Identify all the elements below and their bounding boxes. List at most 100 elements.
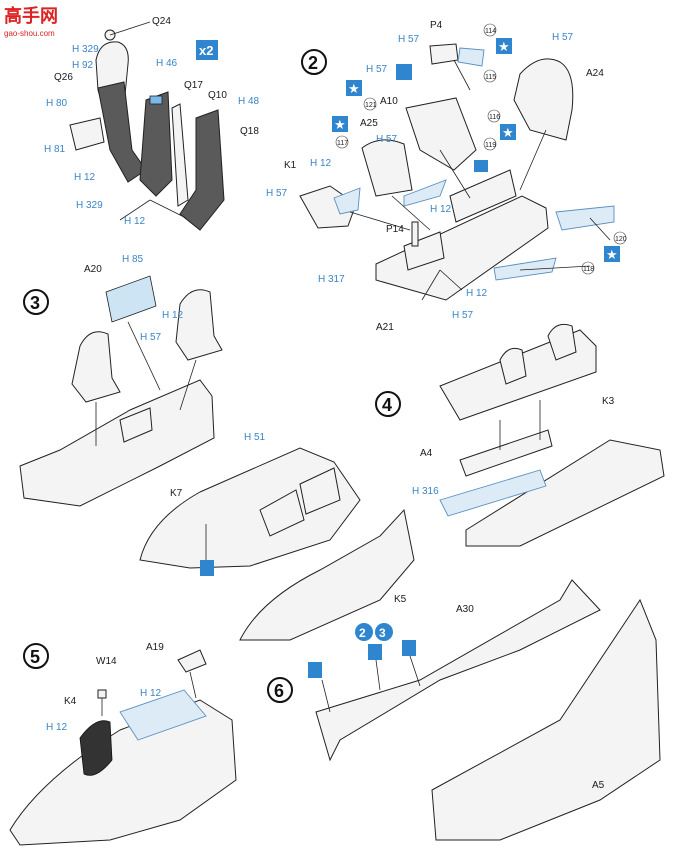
step5-leaders bbox=[101, 671, 197, 716]
seat-right bbox=[175, 289, 223, 361]
step2-cockpit-tub: 2 P4 A24 A10 A25 K1 P14 A21 H 57 H 57 H … bbox=[266, 20, 627, 333]
watermark-url: gao-shou.com bbox=[4, 29, 55, 38]
star-icon: ★ bbox=[334, 118, 346, 133]
star-icon: ★ bbox=[606, 248, 618, 263]
seat-back-part bbox=[97, 81, 147, 183]
star-badges: ★ ★ ★ ★ ★ bbox=[332, 38, 620, 263]
paint-h57-s3: H 57 bbox=[140, 332, 162, 343]
paint-h329-top: H 329 bbox=[72, 44, 99, 55]
ref-step-2: 2 bbox=[359, 626, 366, 640]
step-6-badge bbox=[267, 677, 293, 703]
decal-120-panel bbox=[555, 205, 615, 231]
fuselage-half-a30 bbox=[315, 579, 601, 762]
seat-mid-2 bbox=[299, 467, 341, 515]
paint-h57-e: H 57 bbox=[266, 188, 288, 199]
tub-block bbox=[403, 231, 445, 271]
seat-left bbox=[71, 331, 121, 403]
decal-115-circle bbox=[483, 69, 497, 83]
nose-fuselage bbox=[9, 699, 237, 846]
label-k3: K3 bbox=[602, 396, 615, 407]
paint-h92: H 92 bbox=[72, 60, 94, 71]
paint-h12-b: H 12 bbox=[430, 204, 452, 215]
paint-h48: H 48 bbox=[238, 96, 260, 107]
label-q10: Q10 bbox=[208, 90, 227, 101]
glue-marker-k7 bbox=[200, 560, 214, 576]
watermark: 高手网 gao-shou.com bbox=[4, 5, 58, 38]
paint-h12-s5a: H 12 bbox=[140, 688, 162, 699]
panel-a20 bbox=[105, 275, 157, 323]
star-badge-2 bbox=[332, 116, 348, 132]
decal-sheet-badge bbox=[396, 64, 412, 80]
glue-marker-a bbox=[308, 662, 322, 678]
blue-detail bbox=[149, 95, 163, 105]
panel-a10 bbox=[405, 97, 477, 171]
seat-upper-1 bbox=[499, 347, 527, 385]
decal-119: 119 bbox=[485, 142, 496, 149]
step1-seat-assembly: Q24 Q26 Q17 Q10 Q18 H 329 H 92 H 80 H 81… bbox=[44, 16, 260, 231]
paint-h329-bottom: H 329 bbox=[76, 200, 103, 211]
ref-step-2-circle bbox=[355, 623, 373, 641]
label-k1: K1 bbox=[284, 160, 297, 171]
canopy-frame-k4 bbox=[79, 720, 113, 776]
star-badge-3 bbox=[496, 38, 512, 54]
label-a24: A24 bbox=[586, 68, 604, 79]
step-4-badge bbox=[375, 391, 401, 417]
panel-a4 bbox=[459, 429, 553, 477]
label-k7: K7 bbox=[170, 488, 183, 499]
part-a19 bbox=[177, 649, 207, 673]
label-a10: A10 bbox=[380, 96, 398, 107]
label-w14: W14 bbox=[96, 656, 117, 667]
decal-121-circle bbox=[363, 97, 377, 111]
glue-marker-b bbox=[368, 644, 382, 660]
cockpit-half-k7 bbox=[139, 447, 361, 569]
label-q26: Q26 bbox=[54, 72, 73, 83]
decal-114: 114 bbox=[485, 28, 496, 35]
paint-h12-left: H 12 bbox=[74, 172, 96, 183]
fuselage-half-a5 bbox=[431, 598, 661, 841]
label-q24: Q24 bbox=[152, 16, 171, 27]
multiplier-badge: x2 bbox=[196, 40, 218, 60]
paint-h85: H 85 bbox=[122, 254, 144, 265]
paint-h57-a: H 57 bbox=[398, 34, 420, 45]
step-3-number: 3 bbox=[30, 293, 40, 313]
label-a21: A21 bbox=[376, 322, 394, 333]
decal-114-circle bbox=[483, 23, 497, 37]
part-p14 bbox=[411, 221, 419, 247]
decal-numbers: 114 115 116 117 118 119 120 121 bbox=[335, 23, 627, 275]
step3-seat-install: 3 A20 H 85 H 12 H 57 bbox=[19, 254, 223, 507]
step4-leaders bbox=[499, 400, 541, 450]
clear-panel bbox=[439, 469, 547, 517]
paint-h46: H 46 bbox=[156, 58, 178, 69]
decal-118-circle bbox=[581, 261, 595, 275]
side-panel-k3 bbox=[465, 439, 665, 547]
seat-rod-q10 bbox=[171, 103, 189, 207]
step4-side-assembly: 4 A4 K3 H 316 bbox=[375, 323, 665, 547]
paint-h81: H 81 bbox=[44, 144, 66, 155]
paint-h12-s5b: H 12 bbox=[46, 722, 68, 733]
seat-cushion-part bbox=[69, 117, 105, 151]
step5-nose-assembly: 5 A19 W14 K4 H 12 H 12 bbox=[9, 642, 237, 846]
label-p14: P14 bbox=[386, 224, 404, 235]
star-icon: ★ bbox=[502, 126, 514, 141]
paint-h80: H 80 bbox=[46, 98, 68, 109]
star-badge-4 bbox=[500, 124, 516, 140]
decal-115: 115 bbox=[485, 74, 496, 81]
watermark-brand: 高手网 bbox=[4, 5, 58, 26]
step1-leaders bbox=[109, 21, 187, 221]
label-a19: A19 bbox=[146, 642, 164, 653]
seat-upper-2 bbox=[547, 323, 577, 361]
fuselage-k5 bbox=[239, 508, 415, 641]
step6-fuselage-halves: 6 2 3 A30 A5 bbox=[267, 579, 661, 841]
tub-rear-block bbox=[449, 169, 517, 223]
step2-leaders bbox=[349, 59, 611, 301]
decal-117: 117 bbox=[337, 140, 348, 147]
decal-119-circle bbox=[483, 137, 497, 151]
decal-116-circle bbox=[487, 109, 501, 123]
decal-117-panel bbox=[403, 179, 447, 207]
step-2-badge bbox=[301, 49, 327, 75]
decal-113-panel bbox=[333, 187, 361, 215]
ref-step-3-circle bbox=[375, 623, 393, 641]
step-4-number: 4 bbox=[382, 395, 392, 415]
label-q18: Q18 bbox=[240, 126, 259, 137]
